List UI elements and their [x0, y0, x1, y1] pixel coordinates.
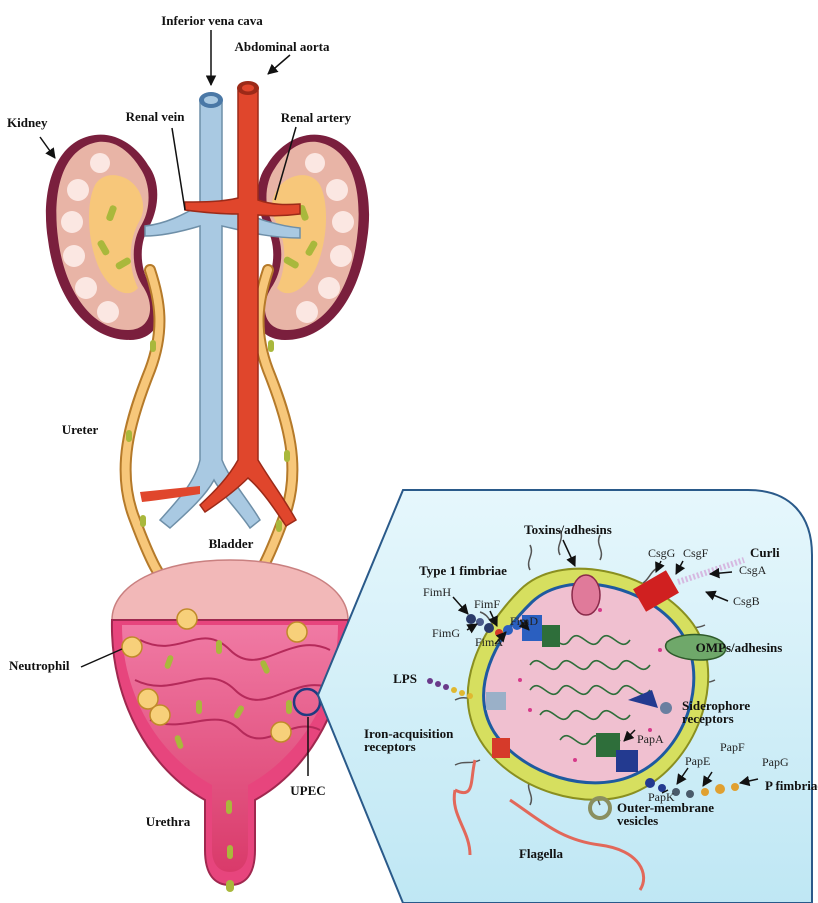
label-pape: PapE	[685, 754, 710, 768]
right-kidney	[255, 135, 369, 340]
label-csga: CsgA	[739, 563, 767, 577]
label-p-fimbriae: P fimbriae	[765, 778, 818, 793]
label-papg: PapG	[762, 755, 789, 769]
label-urethra: Urethra	[146, 814, 191, 829]
label-renal-artery: Renal artery	[281, 110, 352, 125]
label-siderophore-receptors: receptors	[682, 711, 734, 726]
label-csgf: CsgF	[683, 546, 709, 560]
left-kidney	[46, 135, 160, 340]
label-vesicles: vesicles	[617, 813, 658, 828]
bladder	[112, 560, 348, 892]
label-type-1-fimbriae: Type 1 fimbriae	[419, 563, 507, 578]
label-papf: PapF	[720, 740, 745, 754]
label-fimg: FimG	[432, 626, 460, 640]
label-upec: UPEC	[290, 783, 325, 798]
label-bladder: Bladder	[209, 536, 254, 551]
label-renal-vein: Renal vein	[126, 109, 186, 124]
label-inferior-vena-cava: Inferior vena cava	[161, 13, 263, 28]
label-neutrophil: Neutrophil	[9, 658, 70, 673]
label-lps: LPS	[393, 671, 417, 686]
label-curli: Curli	[750, 545, 780, 560]
label-papa: PapA	[637, 732, 664, 746]
label-fimf: FimF	[474, 597, 500, 611]
label-iron-acquisition-receptors: receptors	[364, 739, 416, 754]
label-fimh: FimH	[423, 585, 451, 599]
label-flagella: Flagella	[519, 846, 564, 861]
label-csgg: CsgG	[648, 546, 676, 560]
label-toxins-adhesins: Toxins/adhesins	[524, 522, 612, 537]
label-csgb: CsgB	[733, 594, 760, 608]
label-ureter: Ureter	[62, 422, 99, 437]
label-fima: FimA	[475, 635, 503, 649]
label-fimd: FimD	[510, 614, 538, 628]
label-kidney: Kidney	[7, 115, 48, 130]
label-abdominal-aorta: Abdominal aorta	[235, 39, 330, 54]
label-omps-adhesins: OMPs/adhesins	[696, 640, 783, 655]
